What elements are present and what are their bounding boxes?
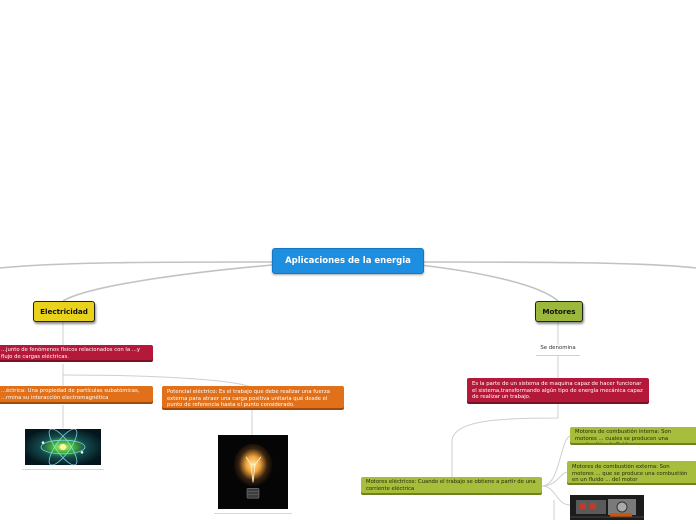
link-electricos-engine <box>541 485 571 506</box>
subtopic-definicion-electricidad[interactable]: ...junto de fenómenos físicos relacionad… <box>0 345 153 360</box>
link-electricidad-orange2 <box>62 374 253 389</box>
topic-electricidad-label: Electricidad <box>40 307 88 316</box>
subtopic-combustion-interna-text: Motores de combustión interna: Son motor… <box>575 429 672 443</box>
link-central-right-offscreen <box>423 261 696 269</box>
link-central-left-offscreen <box>0 261 273 269</box>
engine-image-node[interactable] <box>568 494 646 520</box>
subtopic-carga-electrica[interactable]: ...éctrica: Una propiedad de partículas … <box>0 386 153 402</box>
subtopic-definicion-motor[interactable]: Es la parte de un sistema de maquina cap… <box>467 378 649 402</box>
link-definition-electricos <box>451 402 559 478</box>
link-electricos-interna <box>541 435 571 487</box>
central-topic-label: Aplicaciones de la energia <box>285 256 411 266</box>
topic-motores[interactable]: Motores <box>535 301 583 322</box>
connector-se-denomina-text: Se denomina <box>540 345 576 351</box>
atom-image <box>25 428 101 466</box>
link-electricos-externa <box>541 471 569 487</box>
subtopic-definicion-electricidad-text: ...junto de fenómenos físicos relacionad… <box>1 347 140 360</box>
subtopic-potencial-electrico-text: Potencial eléctrico: Es el trabajo que d… <box>167 389 330 408</box>
subtopic-motores-electricos[interactable]: Motores eléctricos: Cuando el trabajo se… <box>361 477 542 493</box>
bulb-image-node[interactable] <box>214 434 292 514</box>
atom-image-node[interactable] <box>22 428 104 470</box>
connector-se-denomina[interactable]: Se denomina <box>536 345 580 356</box>
subtopic-motores-electricos-text: Motores eléctricos: Cuando el trabajo se… <box>366 479 536 492</box>
topic-motores-label: Motores <box>542 307 576 316</box>
topic-electricidad[interactable]: Electricidad <box>33 301 95 322</box>
subtopic-combustion-externa-text: Motores de combustión externa: Son motor… <box>572 464 688 483</box>
subtopic-potencial-electrico[interactable]: Potencial eléctrico: Es el trabajo que d… <box>162 386 344 408</box>
central-topic[interactable]: Aplicaciones de la energia <box>272 248 424 274</box>
subtopic-combustion-interna[interactable]: Motores de combustión interna: Son motor… <box>570 427 696 443</box>
subtopic-definicion-motor-text: Es la parte de un sistema de maquina cap… <box>472 381 643 401</box>
subtopic-carga-electrica-text: ...éctrica: Una propiedad de partículas … <box>1 388 140 401</box>
light-bulb-image <box>218 435 288 509</box>
link-central-electricidad <box>62 261 311 302</box>
engine-image <box>570 495 644 520</box>
subtopic-combustion-externa[interactable]: Motores de combustión externa: Son motor… <box>567 461 696 483</box>
